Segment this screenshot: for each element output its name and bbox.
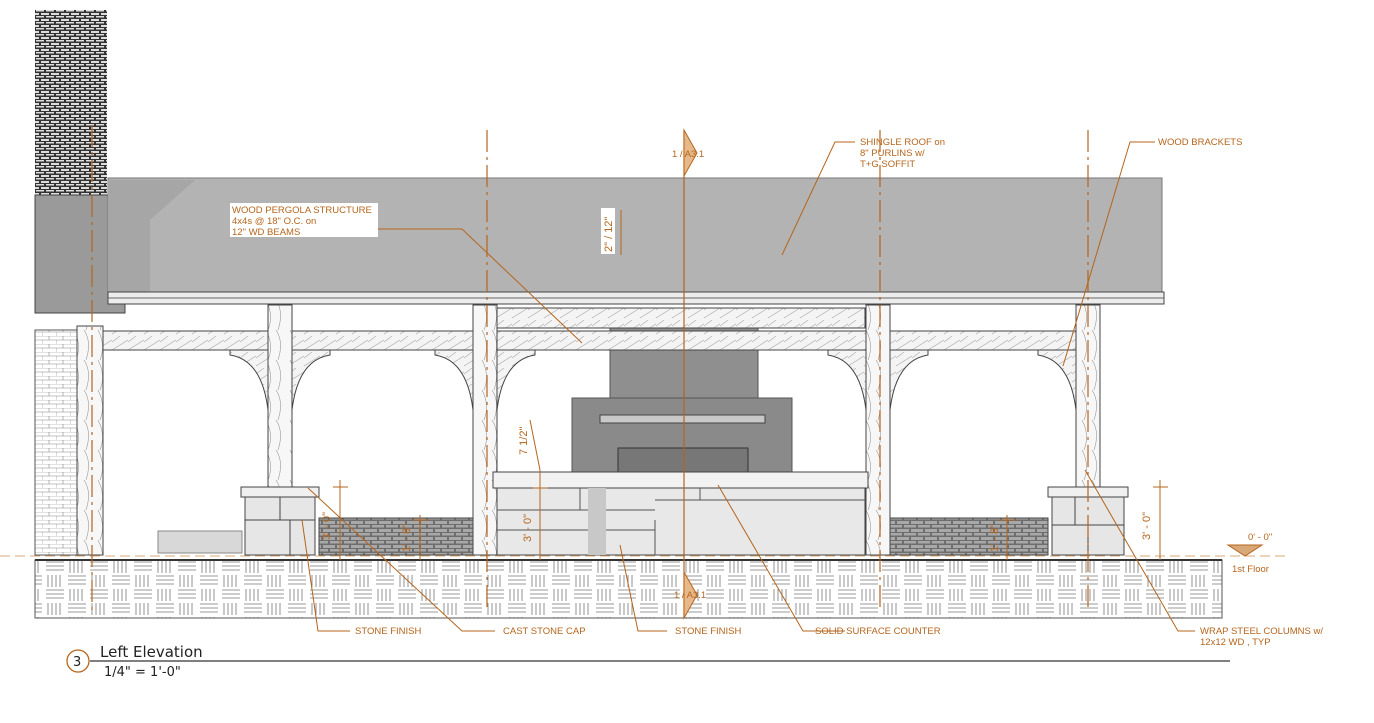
callout-brackets: WOOD BRACKETS	[1158, 137, 1242, 148]
dim-pillar-left: 3' - 0"	[321, 512, 333, 540]
level-elevation: 0' - 0"	[1248, 532, 1272, 543]
drawing-scale: 1/4" = 1'-0"	[104, 665, 181, 680]
brick-wall	[318, 517, 474, 556]
section-mark-top[interactable]: 1 / A3.1	[672, 128, 704, 178]
wood-beam	[77, 330, 1101, 351]
dim-wall-right: 1' - 8"	[989, 524, 1001, 552]
columns	[76, 304, 1101, 556]
dim-counter-overhang: 7 1/2"	[518, 427, 530, 455]
brick-wall-left	[34, 329, 78, 556]
dim-pillar-right: 3' - 0"	[1141, 512, 1153, 540]
brick-wall	[889, 517, 1049, 556]
drawing-title: 3 Left Elevation 1/4" = 1'-0"	[66, 643, 1230, 680]
callout-stone-finish-center: STONE FINISH	[675, 626, 741, 637]
leader-lines	[298, 141, 1195, 632]
drawing-number: 3	[73, 655, 81, 670]
stone-counter-base	[496, 487, 866, 556]
svg-text:12" WD BEAMS: 12" WD BEAMS	[232, 227, 300, 238]
chimney	[35, 10, 107, 195]
dimension-lines	[333, 470, 1168, 560]
section-mark-bottom[interactable]: 1 / A3.1	[674, 570, 706, 620]
svg-text:WOOD PERGOLA STRUCTURE: WOOD PERGOLA STRUCTURE	[232, 205, 372, 216]
svg-text:T+G SOFFIT: T+G SOFFIT	[860, 159, 915, 170]
callout-solid-surface-counter: SOLID SURFACE COUNTER	[815, 626, 941, 637]
callout-pergola: WOOD PERGOLA STRUCTURE 4x4s @ 18" O.C. o…	[230, 203, 378, 238]
level-marker: 0' - 0" 1st Floor	[1226, 532, 1272, 575]
callout-cast-stone-cap: CAST STONE CAP	[503, 626, 586, 637]
drawing-title-text: Left Elevation	[100, 643, 203, 661]
svg-text:8" PURLINS w/: 8" PURLINS w/	[860, 148, 925, 159]
wood-brackets	[229, 349, 1077, 411]
ground-paving	[34, 559, 1223, 619]
svg-text:12x12 WD , TYP: 12x12 WD , TYP	[1200, 637, 1271, 648]
solid-surface-counter	[492, 471, 869, 489]
svg-text:SHINGLE ROOF on: SHINGLE ROOF on	[860, 137, 945, 148]
column-centerlines	[91, 125, 1089, 618]
dim-roof-pitch: 2" / 12"	[603, 217, 615, 252]
level-name: 1st Floor	[1232, 564, 1269, 575]
callout-roof: SHINGLE ROOF on 8" PURLINS w/ T+G SOFFIT	[860, 137, 945, 170]
dim-wall-left: 1' - 8"	[401, 524, 413, 552]
section-mark-label: 1 / A3.1	[672, 149, 704, 160]
callout-wrap-columns: WRAP STEEL COLUMNS w/ 12x12 WD , TYP	[1200, 626, 1323, 648]
drawing-number-circle	[66, 649, 90, 673]
svg-text:4x4s @ 18" O.C. on: 4x4s @ 18" O.C. on	[232, 216, 316, 227]
section-mark-label: 1 / A3.1	[674, 590, 706, 601]
svg-text:WRAP STEEL COLUMNS w/: WRAP STEEL COLUMNS w/	[1200, 626, 1323, 637]
dim-counter: 3' - 0"	[522, 514, 534, 542]
callout-stone-finish-left: STONE FINISH	[355, 626, 421, 637]
